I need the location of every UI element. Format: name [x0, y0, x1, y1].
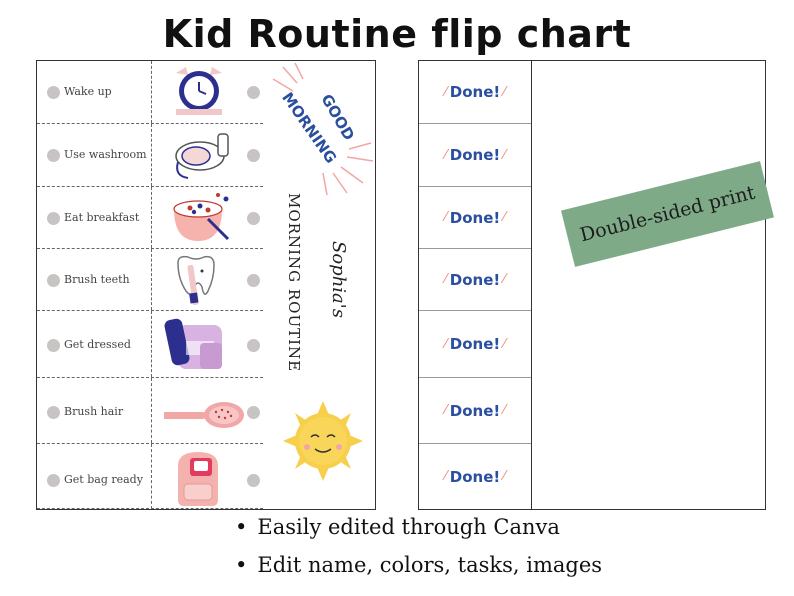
routine-sheet-front: Wake up Use washroom Eat brea: [36, 60, 376, 510]
toilet-icon: [151, 124, 262, 186]
done-label: Done!: [449, 208, 501, 227]
sparkle-icon: ⁄: [444, 403, 447, 418]
sunburst-icon: [272, 62, 374, 481]
task-label: Eat breakfast: [64, 211, 140, 224]
done-row[interactable]: ⁄Done!⁄: [419, 378, 531, 444]
routine-title: MORNING ROUTINE: [285, 193, 303, 373]
done-row[interactable]: ⁄Done!⁄: [419, 311, 531, 378]
task-row: Use washroom: [37, 124, 263, 187]
task-label: Wake up: [64, 85, 112, 98]
task-label: Get dressed: [64, 338, 131, 351]
done-row[interactable]: ⁄Done!⁄: [419, 61, 531, 124]
sparkle-icon: ⁄: [444, 210, 447, 225]
sparkle-icon: ⁄: [444, 336, 447, 352]
page-title: Kid Routine flip chart: [162, 12, 632, 56]
task-checkbox[interactable]: [47, 274, 60, 287]
sparkle-icon: ⁄: [503, 84, 506, 100]
task-checkbox-right[interactable]: [247, 212, 260, 225]
task-row: Get dressed: [37, 311, 263, 378]
sparkle-icon: ⁄: [444, 469, 447, 484]
feature-list: Easily edited through Canva Edit name, c…: [235, 510, 602, 586]
task-row: Brush hair: [37, 378, 263, 444]
morning-panel: GOOD MORNING: [263, 61, 375, 509]
tooth-toothbrush-icon: [151, 249, 262, 310]
done-label: Done!: [449, 401, 501, 420]
task-checkbox[interactable]: [47, 339, 60, 352]
cereal-bowl-icon: [151, 187, 262, 248]
done-label: Done!: [449, 83, 501, 101]
task-row: Get bag ready: [37, 444, 263, 509]
backpack-icon: [151, 444, 262, 509]
feature-item: Edit name, colors, tasks, images: [235, 548, 602, 586]
task-checkbox-right[interactable]: [247, 406, 260, 419]
routine-sheet-back: ⁄Done!⁄ ⁄Done!⁄ ⁄Done!⁄ ⁄Done!⁄ ⁄Done!⁄ …: [418, 60, 766, 510]
task-checkbox[interactable]: [47, 212, 60, 225]
done-label: Done!: [449, 146, 501, 164]
sparkle-icon: ⁄: [503, 403, 506, 418]
done-label: Done!: [449, 467, 501, 486]
sparkle-icon: ⁄: [444, 272, 447, 287]
done-row[interactable]: ⁄Done!⁄: [419, 444, 531, 509]
done-row[interactable]: ⁄Done!⁄: [419, 187, 531, 249]
done-row[interactable]: ⁄Done!⁄: [419, 249, 531, 311]
clothes-icon: [151, 311, 262, 377]
done-label: Done!: [449, 270, 501, 289]
task-row: Wake up: [37, 61, 263, 124]
sparkle-icon: ⁄: [444, 147, 447, 163]
task-label: Use washroom: [64, 148, 147, 161]
task-checkbox-right[interactable]: [247, 274, 260, 287]
task-checkbox[interactable]: [47, 86, 60, 99]
child-name: Sophia's: [328, 241, 349, 318]
task-label: Brush teeth: [64, 273, 130, 286]
sparkle-icon: ⁄: [503, 272, 506, 287]
alarm-clock-icon: [151, 61, 262, 123]
task-label: Brush hair: [64, 405, 124, 418]
sparkle-icon: ⁄: [503, 147, 506, 163]
done-label: Done!: [449, 335, 501, 353]
done-row[interactable]: ⁄Done!⁄: [419, 124, 531, 187]
task-row: Eat breakfast: [37, 187, 263, 249]
task-checkbox[interactable]: [47, 406, 60, 419]
hairbrush-icon: [151, 378, 262, 443]
sparkle-icon: ⁄: [503, 469, 506, 484]
feature-item: Easily edited through Canva: [235, 510, 602, 548]
task-checkbox-right[interactable]: [247, 86, 260, 99]
task-checkbox[interactable]: [47, 149, 60, 162]
task-row: Brush teeth: [37, 249, 263, 311]
sparkle-icon: ⁄: [503, 336, 506, 352]
task-checkbox-right[interactable]: [247, 474, 260, 487]
sparkle-icon: ⁄: [503, 210, 506, 225]
task-checkbox-right[interactable]: [247, 149, 260, 162]
task-checkbox-right[interactable]: [247, 339, 260, 352]
task-checkbox[interactable]: [47, 474, 60, 487]
sparkle-icon: ⁄: [444, 84, 447, 100]
done-column: ⁄Done!⁄ ⁄Done!⁄ ⁄Done!⁄ ⁄Done!⁄ ⁄Done!⁄ …: [419, 61, 532, 509]
task-label: Get bag ready: [64, 473, 143, 486]
